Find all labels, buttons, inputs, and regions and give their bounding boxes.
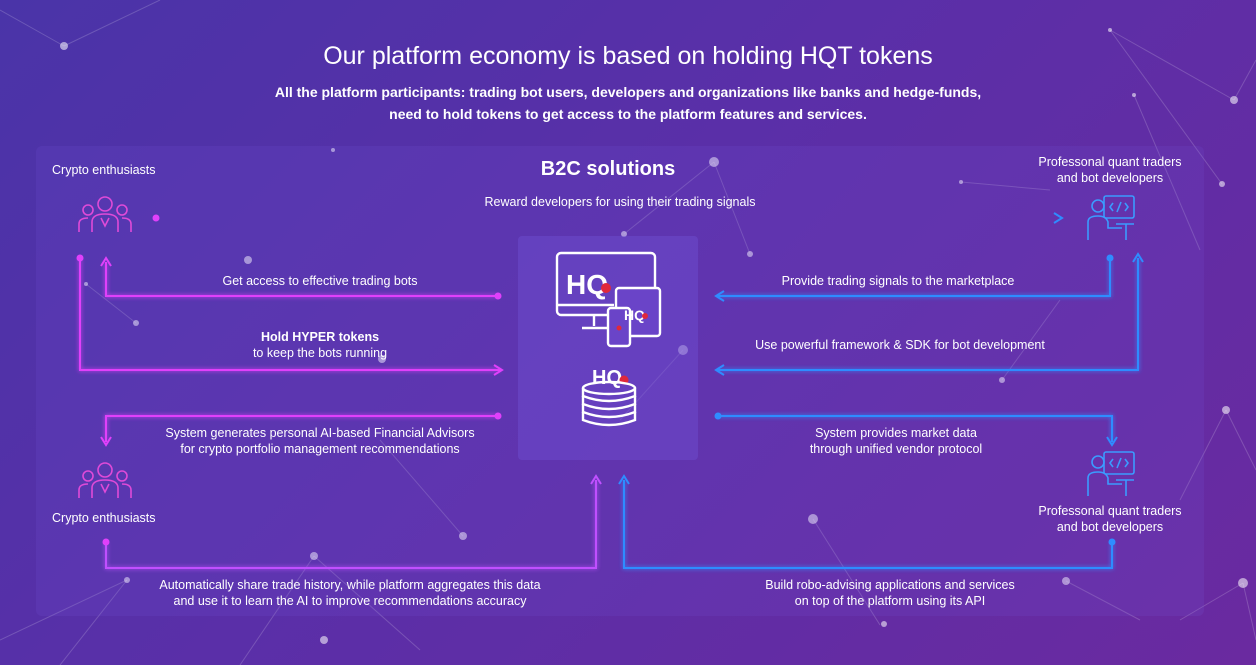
developer-at-computer-icon xyxy=(1087,451,1135,496)
devices-icon: HQ HQ xyxy=(555,251,662,348)
flow-label-access: Get access to effective trading bots xyxy=(222,274,418,288)
developer-at-computer-icon xyxy=(1087,195,1135,240)
role-label-quant-traders-top: Professonal quant traders and bot develo… xyxy=(1038,155,1182,185)
access-flow-line xyxy=(105,262,498,297)
flow-label-robo: Build robo-advising applications and ser… xyxy=(765,578,1015,608)
share-flow-line xyxy=(105,480,597,569)
page-subtitle: All the platform participants: trading b… xyxy=(274,84,982,122)
platform-hub xyxy=(518,236,698,460)
coin-stack-icon: HQ xyxy=(581,367,637,427)
advisors-flow-line xyxy=(105,415,498,442)
flow-label-signals: Provide trading signals to the marketpla… xyxy=(781,274,1015,288)
robo-flow-line xyxy=(623,480,1113,569)
role-label-quant-traders-bottom: Professonal quant traders and bot develo… xyxy=(1038,504,1182,534)
flow-label-share: Automatically share trade history, while… xyxy=(159,578,541,608)
flow-label-framework: Use powerful framework & SDK for bot dev… xyxy=(755,338,1045,352)
users-group-icon xyxy=(78,462,132,498)
role-label-crypto-enthusiasts-top: Crypto enthusiasts xyxy=(52,163,156,177)
market-flow-line xyxy=(718,415,1113,442)
svg-text:HQ: HQ xyxy=(624,307,645,323)
signals-flow-line xyxy=(718,258,1111,297)
page-title: Our platform economy is based on holding… xyxy=(323,42,933,70)
framework-flow-line xyxy=(718,258,1139,371)
flow-label-reward: Reward developers for using their tradin… xyxy=(484,195,756,209)
flow-label-advisors: System generates personal AI-based Finan… xyxy=(165,426,475,456)
users-group-icon xyxy=(78,196,132,232)
diagram-title: B2C solutions xyxy=(540,158,676,180)
svg-text:HQ: HQ xyxy=(592,367,622,389)
flow-label-market: System provides market data through unif… xyxy=(809,426,983,456)
flow-label-hold: Hold HYPER tokens to keep the bots runni… xyxy=(252,330,388,360)
svg-text:HQ: HQ xyxy=(566,269,608,300)
hold-flow-line xyxy=(79,258,500,371)
role-label-crypto-enthusiasts-bottom: Crypto enthusiasts xyxy=(52,511,156,525)
